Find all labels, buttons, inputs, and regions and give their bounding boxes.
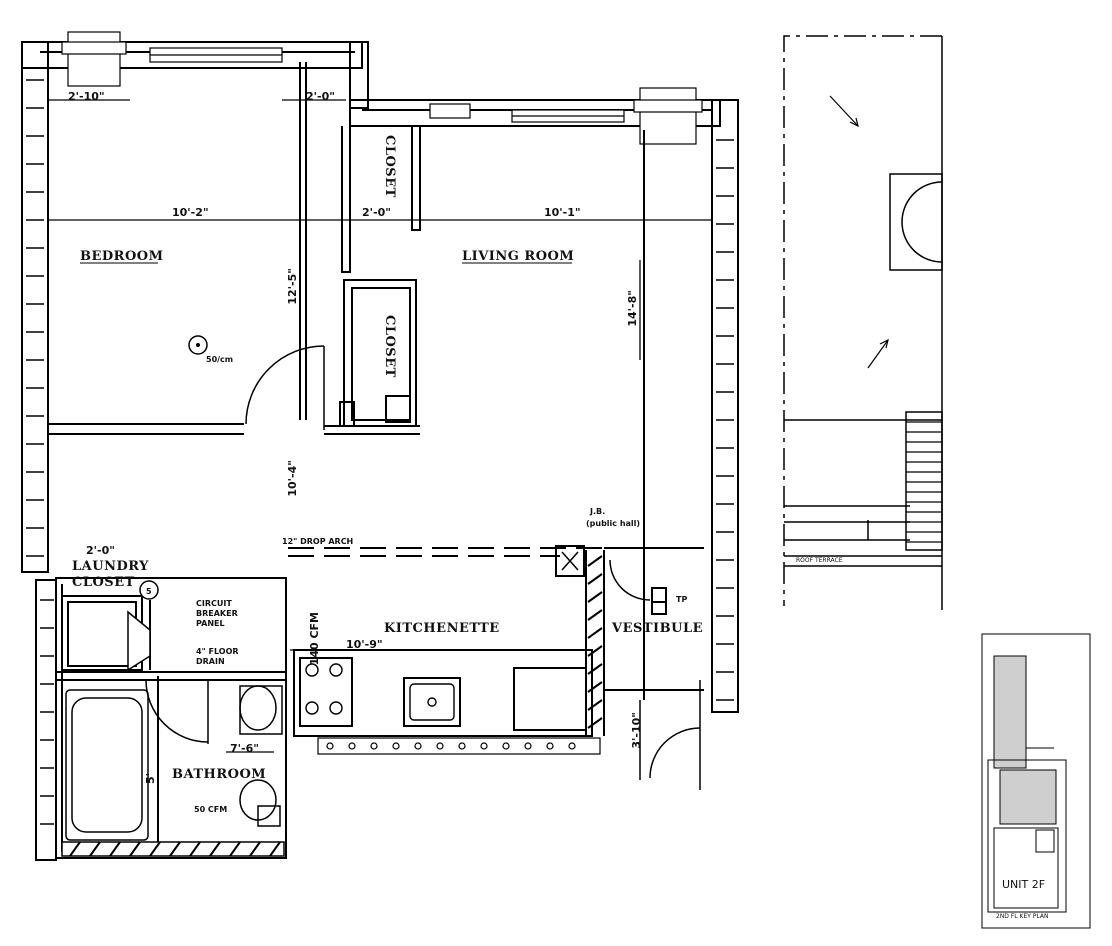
drop-arch-line — [288, 547, 700, 557]
junction-box-icon — [555, 545, 585, 577]
dim-bedroom-width: 10'-2" — [172, 206, 209, 219]
tp-note: TP — [676, 595, 687, 604]
tag-number: 5 — [146, 587, 152, 596]
closet-upper-label: CLOSET — [382, 135, 397, 198]
sink-icon — [409, 683, 455, 721]
ceiling-fan-icon — [188, 335, 208, 355]
dim-living-depth: 14'-8" — [626, 290, 639, 327]
dim-hall-depth: 10'-4" — [286, 460, 299, 497]
dim-bath-width: 7'-6" — [230, 742, 259, 755]
kitchen-column — [587, 555, 603, 729]
bedroom-label: BEDROOM — [80, 249, 164, 264]
circuit-note-1: CIRCUIT — [196, 599, 232, 608]
jbox-note-2: (public hall) — [586, 519, 640, 528]
laundry-closet-label: CLOSET — [72, 575, 135, 590]
dim-vestibule-depth: 3'-10" — [630, 712, 643, 749]
dim-cfm-vertical: 140 CFM — [308, 612, 321, 665]
fan-note: 50/cm — [206, 355, 233, 364]
lower-cabinets — [317, 737, 601, 755]
windows — [61, 31, 703, 145]
roof-terrace — [783, 35, 943, 610]
dim-bedroom-depth: 12'-5" — [286, 268, 299, 305]
dim-bath-depth: 5' — [144, 773, 157, 784]
closet-lower-label: CLOSET — [382, 315, 397, 378]
key-plan-caption: 2ND FL KEY PLAN — [996, 913, 1049, 920]
dim-window-right: 2'-0" — [306, 90, 335, 103]
key-plan-unit: UNIT 2F — [1002, 878, 1045, 891]
bath-fan-note: 50 CFM — [194, 805, 227, 814]
living-room-label: LIVING ROOM — [462, 249, 574, 264]
dimension-lines — [48, 99, 712, 753]
laundry-label: LAUNDRY — [72, 559, 149, 574]
dim-window-left: 2'-10" — [68, 90, 105, 103]
drain-note-1: 4" FLOOR — [196, 647, 239, 656]
circuit-note-3: PANEL — [196, 619, 225, 628]
terrace-stairs — [906, 421, 942, 543]
stove-icon — [305, 663, 343, 715]
key-plan — [981, 633, 1091, 929]
dim-laundry-width: 2'-0" — [86, 544, 115, 557]
drop-arch-note: 12" DROP ARCH — [282, 537, 353, 546]
bath-bottom-wall — [61, 841, 285, 857]
dim-closet-width: 2'-0" — [362, 206, 391, 219]
bathroom-label: BATHROOM — [172, 767, 266, 782]
vestibule-walls — [604, 547, 704, 691]
slope-arrows — [829, 95, 889, 369]
vestibule-label: VESTIBULE — [611, 621, 703, 636]
door-swings — [127, 345, 701, 790]
tag-circle — [139, 580, 159, 600]
dim-living-width: 10'-1" — [544, 206, 581, 219]
left-wall-ticks — [26, 79, 54, 825]
kitchenette-label: KITCHENETTE — [384, 621, 500, 636]
circuit-note-2: BREAKER — [196, 609, 238, 618]
dim-kitchen-width: 10'-9" — [346, 638, 383, 651]
drain-note-2: DRAIN — [196, 657, 225, 666]
bath-fixtures — [65, 685, 283, 841]
jbox-note-1: J.B. — [589, 507, 605, 516]
terrace-label: ROOF TERRACE — [796, 557, 843, 564]
right-wall-ticks — [716, 139, 734, 701]
